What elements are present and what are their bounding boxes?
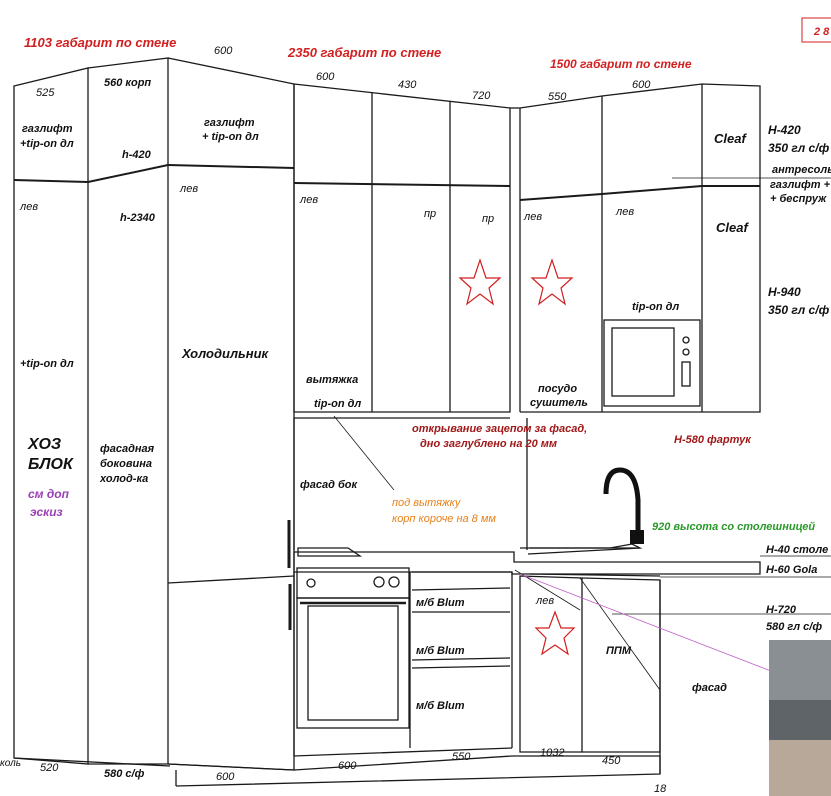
label-h2340: h-2340 — [120, 212, 156, 224]
label-fasad-bok: фасад бок — [300, 479, 358, 491]
faucet-icon — [603, 467, 641, 540]
label-mb1: м/б Blum — [416, 597, 465, 609]
cabinet-lines — [13, 57, 761, 787]
label-h40: Н-40 столе — [766, 544, 828, 556]
label-mb2: м/б Blum — [416, 645, 465, 657]
label-kol: коль — [0, 758, 21, 769]
label-h940: Н-940 — [768, 285, 801, 299]
label-dish-2: сушитель — [530, 397, 588, 409]
label-d560: 560 корп — [104, 77, 151, 89]
label-gaslift-left-2: +tip-on дл — [20, 138, 74, 150]
label-khoz-2: БЛОК — [28, 456, 74, 473]
label-antresol-3: + беспруж — [770, 193, 827, 205]
label-h420-right: Н-420 — [768, 123, 801, 137]
label-b580: 580 с/ф — [104, 768, 145, 780]
label-b550: 550 — [452, 751, 471, 763]
label-lev-far-left: лев — [19, 201, 38, 213]
fridge-label: Холодильник — [181, 346, 270, 361]
star-icon — [458, 258, 502, 306]
label-d600-b: 600 — [316, 71, 335, 83]
label-gl350-mid: 350 гл с/ф — [768, 303, 830, 317]
label-h580: Н-580 фартук — [674, 434, 752, 446]
label-tipon-dl-micro: tip-on дл — [632, 301, 679, 313]
label-hood-1: вытяжка — [306, 374, 358, 386]
label-ppm: ППМ — [606, 645, 632, 657]
label-b18: 18 — [654, 783, 667, 795]
corner-box-label: 2 8 — [813, 26, 830, 38]
label-cleaf-top: Cleaf — [714, 131, 747, 146]
label-gaslift-mid-2: + tip-on дл — [202, 131, 259, 143]
label-d525: 525 — [36, 87, 55, 99]
label-b1032: 1032 — [540, 747, 564, 759]
label-pr-1: пр — [424, 208, 436, 220]
label-d720: 720 — [472, 90, 491, 102]
label-mb3: м/б Blum — [416, 700, 465, 712]
label-side-2: боковина — [100, 458, 152, 470]
label-gaslift-mid-1: газлифт — [204, 117, 255, 129]
label-open-1: открывание зацепом за фасад, — [412, 423, 587, 435]
label-gaslift-left-1: газлифт — [22, 123, 73, 135]
label-top-red-right: 1500 габарит по стене — [550, 57, 692, 71]
star-icon — [530, 258, 574, 306]
label-b450: 450 — [602, 755, 621, 767]
label-lev-upper1: лев — [299, 194, 318, 206]
label-h420-small: h-420 — [122, 149, 152, 161]
label-lev-fridge: лев — [179, 183, 198, 195]
label-b520: 520 — [40, 762, 59, 774]
label-side-3: холод-ка — [99, 473, 148, 485]
label-d600-a: 600 — [214, 45, 233, 57]
label-antresol-1: антресоль — [772, 164, 831, 176]
label-gl350-top: 350 гл с/ф — [768, 141, 830, 155]
label-lev-upper3: лев — [615, 206, 634, 218]
label-h920: 920 высота со столешницей — [652, 521, 815, 533]
label-sm-1: см доп — [28, 487, 70, 501]
star-icon — [534, 610, 576, 656]
label-pr-2: пр — [482, 213, 494, 225]
label-dish-1: посудо — [538, 383, 577, 395]
label-antresol-2: газлифт + — [770, 179, 831, 191]
label-d430: 430 — [398, 79, 417, 91]
label-lev-upper2: лев — [523, 211, 542, 223]
label-lev-bottom: лев — [535, 595, 554, 607]
label-d550-top: 550 — [548, 91, 567, 103]
label-top-red-mid: 2350 габарит по стене — [287, 45, 441, 60]
label-sm-2: эскиз — [30, 505, 63, 519]
label-d600-c: 600 — [632, 79, 651, 91]
label-fasad: фасад — [692, 682, 727, 694]
label-pod-1: под вытяжку — [392, 497, 462, 509]
label-tipon-left: +tip-on дл — [20, 358, 74, 370]
label-open-2: дно заглублено на 20 мм — [420, 438, 557, 450]
label-side-1: фасадная — [100, 443, 155, 455]
label-hood-2: tip-on дл — [314, 398, 361, 410]
label-pod-2: корп короче на 8 мм — [392, 513, 496, 525]
label-gl580: 580 гл с/ф — [766, 621, 822, 633]
label-b600a: 600 — [216, 771, 235, 783]
star-marks — [458, 258, 576, 656]
label-h720: Н-720 — [766, 604, 797, 616]
label-top-red-left: 1103 габарит по стене — [24, 35, 176, 50]
label-b600b: 600 — [338, 760, 357, 772]
label-h60: Н-60 Gola — [766, 564, 817, 576]
label-khoz-1: ХОЗ — [27, 436, 61, 453]
label-cleaf-mid: Cleaf — [716, 220, 749, 235]
